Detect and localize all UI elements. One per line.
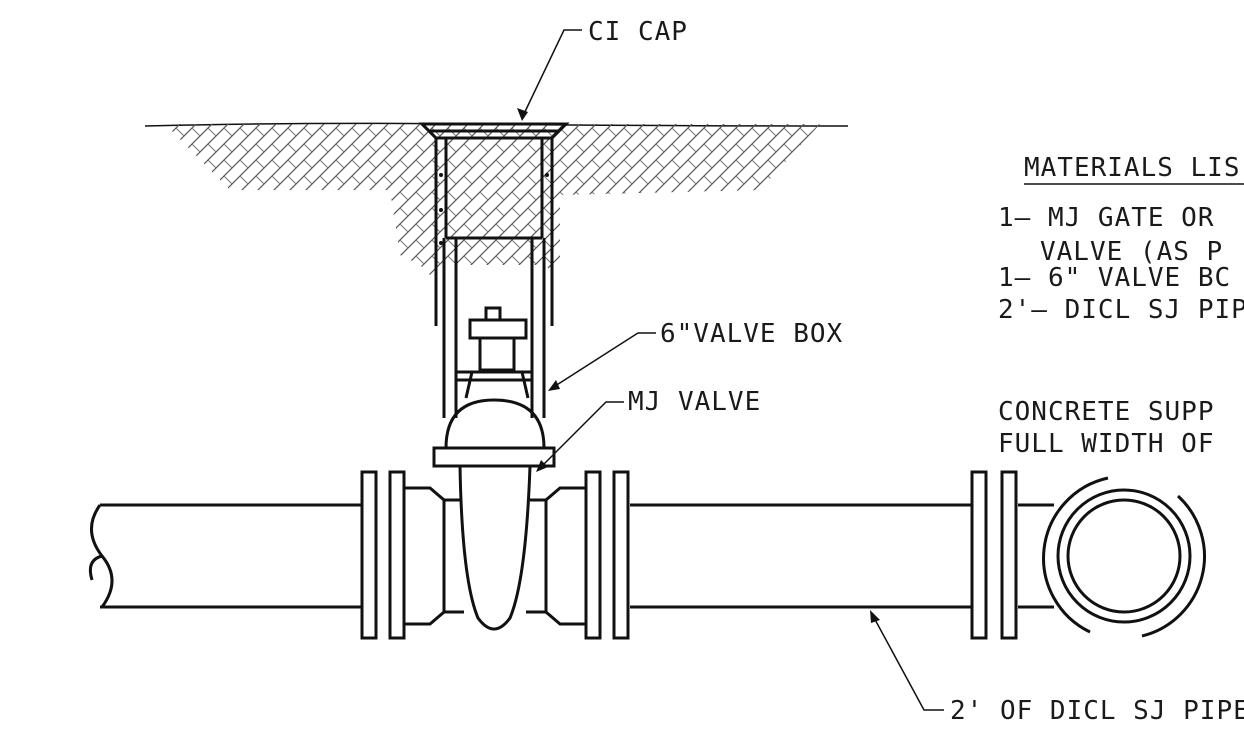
ci-cap-leader [517,29,582,121]
main-pipe [88,503,1054,609]
pipe-section-view [1042,476,1206,638]
valve-box-lower [442,238,546,418]
pipe-callout-label: 2' OF DICL SJ PIPE [950,696,1244,726]
materials-item-1-cont: VALVE (AS P [1040,237,1223,267]
right-mj-joint [526,470,630,640]
mj-valve-label: MJ VALVE [628,387,761,417]
concrete-note-line-1: CONCRETE SUPP [998,397,1215,427]
materials-list: MATERIALS LIS 1— MJ GATE OR VALVE (AS P … [998,153,1244,325]
valve-box-leader [548,332,656,391]
valve-body [458,465,532,631]
concrete-note-line-2: FULL WIDTH OF [998,429,1215,459]
materials-item-3: 2'— DICL SJ PIP [998,295,1244,325]
materials-item-2: 1— 6" VALVE BC [998,263,1231,293]
materials-item-1: 1— MJ GATE OR [998,203,1215,233]
pipe-leader [870,610,944,711]
left-mj-joint [360,470,464,640]
mj-valve-leader [536,401,624,472]
concrete-support-note: CONCRETE SUPP FULL WIDTH OF [998,397,1215,459]
valve-box-upper [434,138,554,326]
operating-nut [464,306,530,399]
soil-hatch [165,124,820,275]
materials-list-title: MATERIALS LIS [1024,153,1241,183]
far-right-joint [970,470,1018,640]
valve-box-label: 6"VALVE BOX [660,319,843,349]
valve-bonnet [432,398,556,468]
ci-cap-label: CI CAP [588,17,688,47]
